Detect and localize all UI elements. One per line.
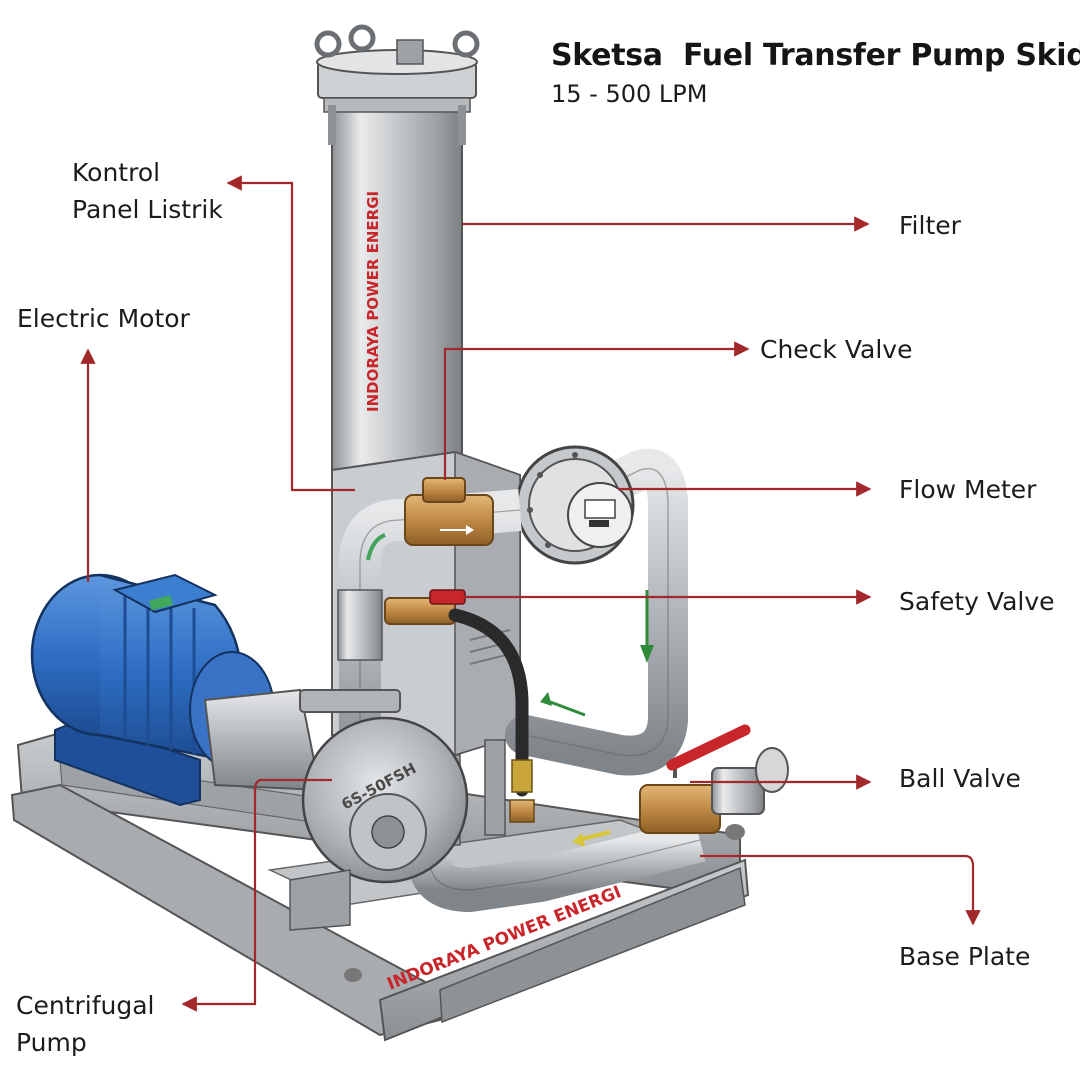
label-centrifugal-pump: Centrifugal Pump (16, 987, 155, 1061)
label-electric-motor: Electric Motor (17, 304, 190, 333)
label-kontrol-panel: Kontrol Panel Listrik (72, 154, 223, 228)
label-check-valve: Check Valve (760, 335, 913, 364)
leader-centrifugal-pump (181, 778, 332, 1012)
centrifugal-pump-drawing: 6S-50FSH (203, 688, 469, 931)
label-kontrol-line2: Panel Listrik (72, 195, 223, 224)
leader-lines (80, 175, 981, 1012)
leader-kontrol-panel (226, 175, 355, 492)
piping-drawing (337, 477, 789, 913)
diagram-subtitle: 15 - 500 LPM (551, 80, 708, 108)
filter-watermark-text: INDORAYA POWER ENERGI (364, 191, 382, 412)
diagram-title: Sketsa Fuel Transfer Pump Skid (551, 38, 1080, 73)
label-filter: Filter (899, 211, 961, 240)
flow-meter-drawing (505, 445, 688, 776)
label-base-plate: Base Plate (899, 942, 1031, 971)
label-kontrol-line1: Kontrol (72, 158, 161, 187)
leader-check-valve (443, 341, 750, 480)
label-ball-valve: Ball Valve (899, 764, 1021, 793)
label-centrifugal-line2: Pump (16, 1028, 87, 1057)
filter-housing-drawing: INDORAYA POWER ENERGI (314, 24, 480, 476)
leader-base-plate (700, 854, 981, 926)
label-flow-meter: Flow Meter (899, 475, 1037, 504)
label-centrifugal-line1: Centrifugal (16, 991, 155, 1020)
label-safety-valve: Safety Valve (899, 587, 1055, 616)
